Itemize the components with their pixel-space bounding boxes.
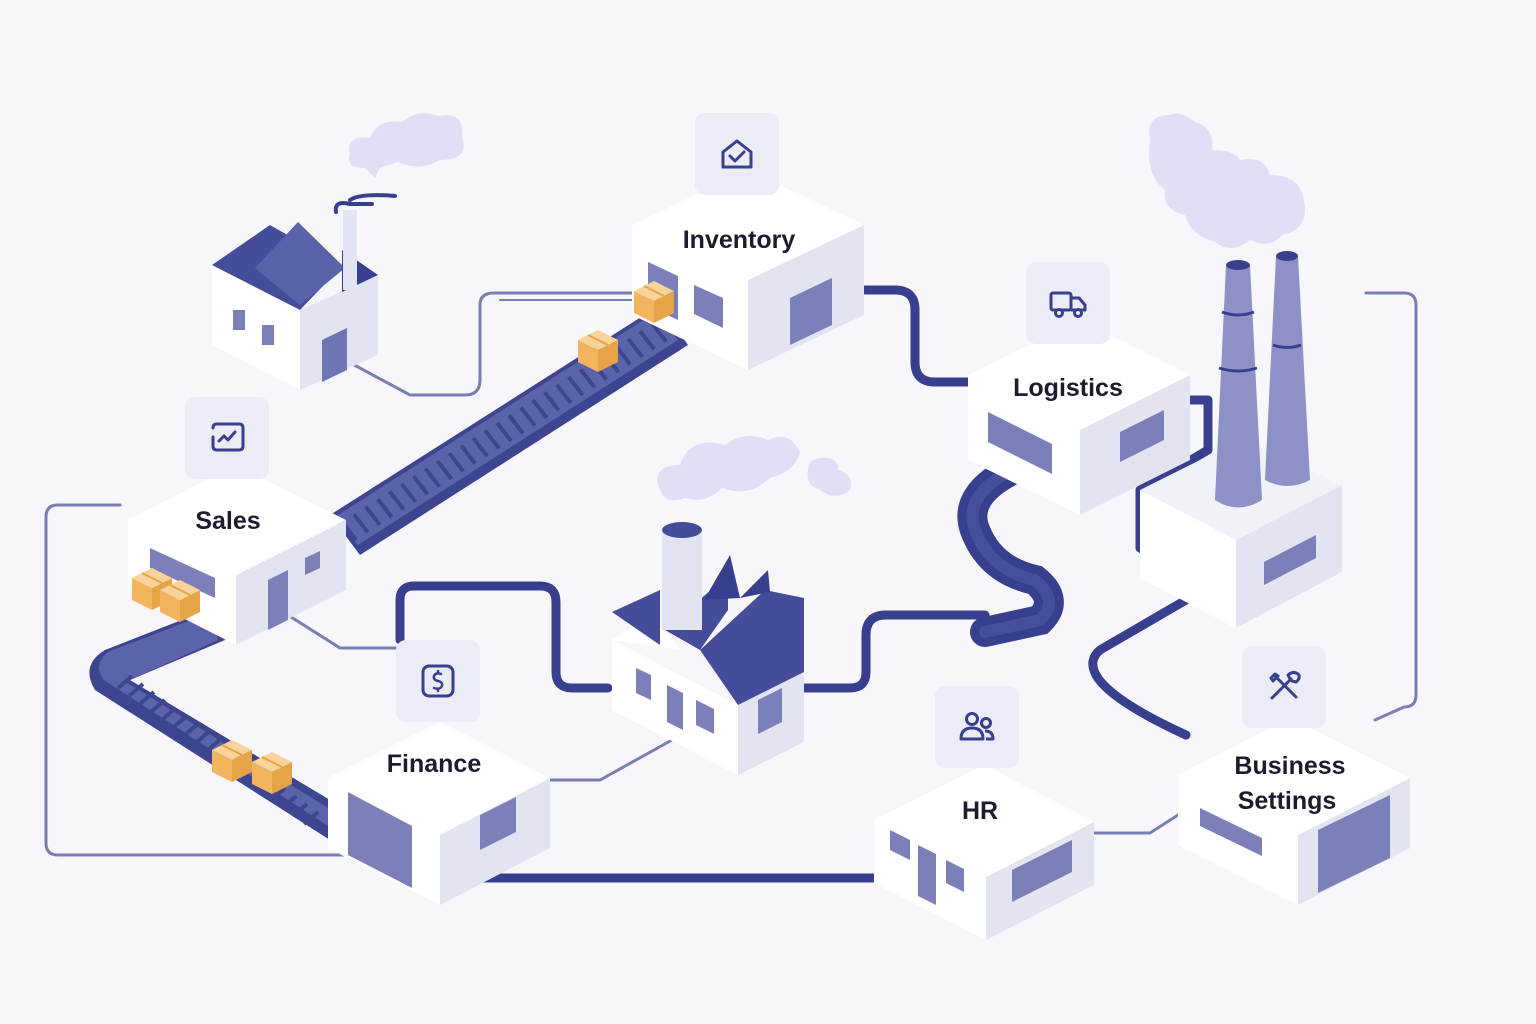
business-settings-label-line2: Settings xyxy=(1237,787,1337,815)
smoke-factory-center-small xyxy=(807,457,852,496)
conveyor-slat xyxy=(614,345,632,366)
cardboard-box xyxy=(578,330,618,372)
sales-label: Sales xyxy=(195,507,261,535)
conveyor-slat xyxy=(291,802,309,818)
conveyor-slat xyxy=(435,459,453,481)
conveyor-bottom xyxy=(89,605,330,840)
conveyor-slat xyxy=(400,482,418,504)
business-settings-icon-tile[interactable] xyxy=(1242,646,1326,728)
cardboard-box xyxy=(212,740,252,782)
smokestack-right xyxy=(1265,251,1310,486)
conveyor-slat xyxy=(138,690,156,706)
conveyor-slat xyxy=(388,490,406,511)
conveyor-slat xyxy=(471,436,489,458)
conveyor-slat xyxy=(302,810,320,826)
smoke-stacks-right xyxy=(1149,113,1306,249)
conveyor-slat xyxy=(459,444,477,465)
pipe-finance-factory xyxy=(395,581,613,693)
finance-icon-tile[interactable] xyxy=(396,640,480,722)
sales-building xyxy=(128,465,346,645)
logistics-icon-tile[interactable] xyxy=(1026,262,1110,344)
connector-hr-settings xyxy=(1090,813,1180,835)
stacks-building xyxy=(1140,251,1342,628)
house-check-icon xyxy=(721,139,753,169)
people-icon xyxy=(959,712,995,741)
inventory-label: Inventory xyxy=(682,226,796,254)
smoke-factory-center xyxy=(657,436,800,501)
conveyor-top xyxy=(330,305,688,555)
smoke-clouds xyxy=(349,113,1306,501)
connector-finance-factory xyxy=(546,738,674,782)
conveyor-slat xyxy=(127,682,145,698)
smoke-house xyxy=(349,113,464,178)
conveyor-slat xyxy=(269,786,287,802)
conveyor-slat xyxy=(149,698,167,714)
hr-icon-tile[interactable] xyxy=(935,686,1019,768)
cardboard-box xyxy=(252,752,292,794)
cardboard-box xyxy=(132,568,172,610)
finance-label: Finance xyxy=(386,750,482,778)
logistics-building xyxy=(968,320,1190,515)
conveyor-slat xyxy=(193,730,210,746)
conveyor-slat xyxy=(411,474,430,496)
chart-chat-icon xyxy=(211,422,245,452)
business-settings-building xyxy=(1178,718,1410,905)
conveyor-slat xyxy=(204,738,221,754)
conveyor-slat xyxy=(567,375,585,397)
inventory-icon-tile[interactable] xyxy=(695,113,779,195)
conveyor-slat xyxy=(182,722,199,738)
sales-icon-tile[interactable] xyxy=(185,397,269,479)
conveyor-slat xyxy=(160,706,178,722)
house-building xyxy=(212,193,397,390)
connector-house-to-conveyor xyxy=(343,291,634,397)
pipe-inventory-logistics xyxy=(860,285,973,387)
hr-building xyxy=(874,765,1094,940)
truck-icon xyxy=(1049,291,1087,318)
inventory-building xyxy=(632,170,864,370)
conveyor-slat xyxy=(555,383,573,404)
conveyor-slat xyxy=(364,505,382,526)
conveyor-slat xyxy=(626,337,644,359)
conveyor-slat xyxy=(578,368,597,389)
conveyor-slat xyxy=(519,406,537,427)
wrench-screwdriver-icon xyxy=(1269,671,1301,700)
conveyor-slat xyxy=(543,391,561,412)
connector-sales-finance xyxy=(278,608,400,650)
conveyor-slat xyxy=(638,330,656,351)
connector-right-loop xyxy=(1364,291,1418,722)
conveyor-slat xyxy=(650,322,668,343)
business-settings-label-line1: Business xyxy=(1234,752,1346,780)
conveyor-slat xyxy=(376,497,394,519)
cardboard-box xyxy=(160,580,200,622)
thick-pipes xyxy=(395,285,1213,883)
conveyor-slat xyxy=(447,452,465,473)
factory-building xyxy=(612,522,804,775)
cardboard-box xyxy=(634,281,674,323)
logistics-label: Logistics xyxy=(1013,374,1123,402)
conveyor-slat xyxy=(495,421,513,443)
dollar-card-icon xyxy=(421,664,455,698)
conveyor-slat xyxy=(116,674,134,690)
conveyor-slat xyxy=(280,794,298,810)
smokestack-left xyxy=(1215,260,1262,508)
finance-building xyxy=(328,722,550,905)
connector-sales-left-loop xyxy=(44,503,352,857)
pipe-factory-logistics xyxy=(800,610,990,693)
thin-connectors xyxy=(44,291,1418,857)
cardboard-boxes xyxy=(132,281,674,794)
conveyor-slat xyxy=(507,413,525,435)
conveyor-slat xyxy=(352,513,370,534)
conveyor-slat xyxy=(531,398,549,420)
conveyor-slat xyxy=(483,429,501,450)
conveyor-slat xyxy=(171,714,189,730)
conveyor-slat xyxy=(423,467,442,488)
hr-label: HR xyxy=(961,797,999,825)
pipe-settings-curve xyxy=(1088,580,1191,740)
